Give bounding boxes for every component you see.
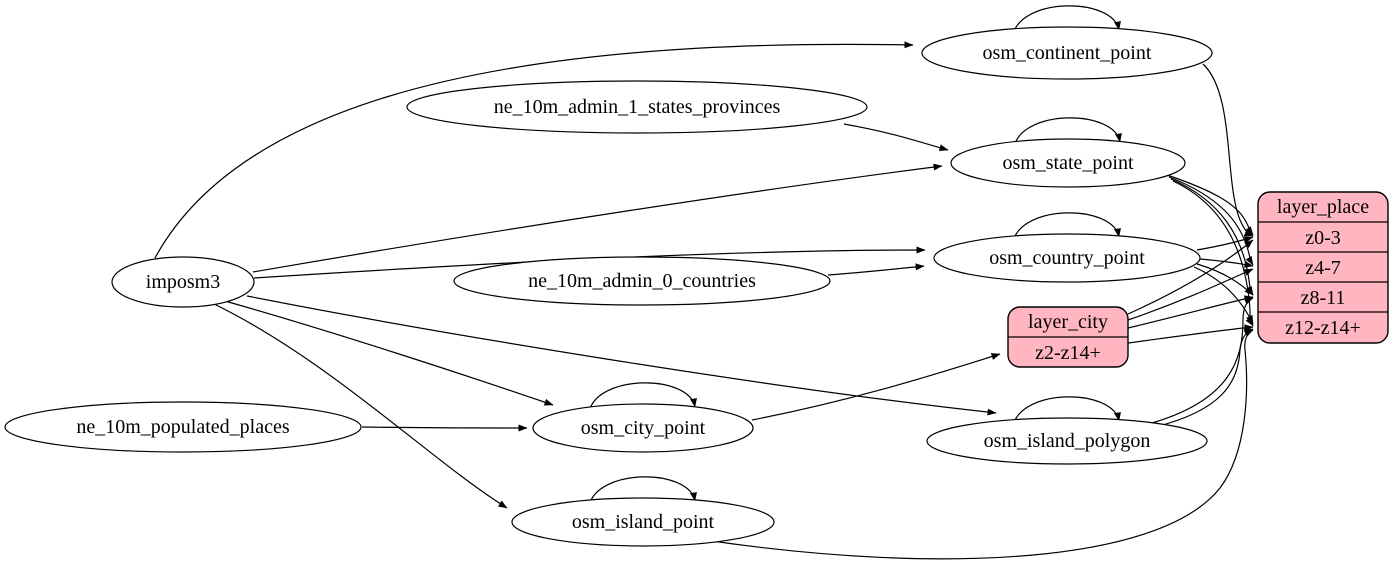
self-loop-osm-country-point xyxy=(1012,212,1121,243)
table-label: osm_island_point xyxy=(572,511,715,533)
edge-osm-state-point-to-layer-place-z8-11 xyxy=(1170,178,1254,296)
node-layer-place: layer_place z0-3 z4-7 z8-11 z12-z14+ xyxy=(1257,191,1389,344)
node-ne-10m-populated-places: ne_10m_populated_places xyxy=(4,401,362,453)
table-label: ne_10m_populated_places xyxy=(76,416,289,438)
edge-imposm3-to-osm-continent-point xyxy=(154,41,914,259)
edge-ne-10m-admin-0-countries-to-osm-country-point xyxy=(827,263,925,276)
edge-layer-city-to-layer-place-z8-11 xyxy=(1127,295,1254,329)
edge-layer-city-to-layer-place-z0-3 xyxy=(1127,239,1254,315)
edge-osm-continent-point-to-layer-place-z0-3 xyxy=(1202,63,1254,237)
node-osm-city-point: osm_city_point xyxy=(532,403,754,453)
self-loop-osm-island-point xyxy=(588,476,697,507)
edge-osm-state-point-to-layer-place-z0-3 xyxy=(1166,174,1254,236)
row-z0-3: z0-3 xyxy=(1305,227,1341,249)
row-z8-11: z8-11 xyxy=(1301,287,1346,309)
node-osm-country-point: osm_country_point xyxy=(933,233,1201,283)
node-osm-state-point: osm_state_point xyxy=(950,138,1186,188)
node-osm-continent-point: osm_continent_point xyxy=(921,26,1213,80)
edge-imposm3-to-osm-island-point xyxy=(211,302,508,509)
table-label: osm_city_point xyxy=(581,417,706,439)
edge-imposm3-to-osm-city-point xyxy=(206,295,554,406)
edge-layer-city-to-layer-place-z4-7 xyxy=(1127,268,1254,321)
layer-title: layer_city xyxy=(1028,311,1108,333)
row-z4-7: z4-7 xyxy=(1305,257,1341,279)
edge-ne-10m-populated-places-to-osm-city-point xyxy=(361,424,528,432)
node-ne-10m-admin-1-states-provinces: ne_10m_admin_1_states_provinces xyxy=(406,80,868,134)
self-loop-osm-continent-point xyxy=(1012,5,1121,36)
self-loop-osm-state-point xyxy=(1013,117,1122,148)
edge-osm-country-point-to-layer-place-z8-11 xyxy=(1196,263,1254,296)
table-label: osm_country_point xyxy=(989,247,1145,269)
node-ne-10m-admin-0-countries: ne_10m_admin_0_countries xyxy=(453,256,831,306)
self-loop-osm-island-polygon xyxy=(1012,396,1121,427)
edge-imposm3-to-osm-state-point xyxy=(252,163,943,273)
node-osm-island-point: osm_island_point xyxy=(511,497,775,547)
table-label: osm_island_polygon xyxy=(984,430,1151,452)
self-loop-osm-city-point xyxy=(588,382,697,413)
edge-osm-island-polygon-to-layer-place-z12-z14 xyxy=(1154,328,1254,428)
table-label: osm_state_point xyxy=(1002,152,1134,174)
edge-layer-city-to-layer-place-z12-z14 xyxy=(1127,324,1254,344)
table-label: ne_10m_admin_0_countries xyxy=(528,270,756,292)
table-label: osm_continent_point xyxy=(983,42,1152,64)
edge-osm-city-point-to-layer-city-z2-z14 xyxy=(751,353,1001,421)
edge-imposm3-to-osm-island-polygon xyxy=(246,295,997,416)
node-imposm3: imposm3 xyxy=(111,256,255,308)
table-label: ne_10m_admin_1_states_provinces xyxy=(494,96,781,118)
edge-osm-island-point-to-layer-place-z12-z14 xyxy=(711,329,1254,560)
row-z2-z14: z2-z14+ xyxy=(1035,342,1101,364)
row-z12-z14: z12-z14+ xyxy=(1285,317,1361,339)
node-layer-city: layer_city z2-z14+ xyxy=(1007,306,1129,368)
table-label: imposm3 xyxy=(146,271,220,293)
edge-osm-country-point-to-layer-place-z4-7 xyxy=(1199,258,1254,268)
node-osm-island-polygon: osm_island_polygon xyxy=(926,417,1208,465)
edge-osm-country-point-to-layer-place-z12-z14 xyxy=(1193,266,1254,325)
layer-title: layer_place xyxy=(1277,196,1369,218)
edge-ne-10m-admin-1-states-provinces-to-osm-state-point xyxy=(843,123,949,152)
edge-osm-country-point-to-layer-place-z0-3 xyxy=(1196,236,1254,251)
edge-osm-island-polygon-to-layer-place-z8-11 xyxy=(1151,297,1254,424)
